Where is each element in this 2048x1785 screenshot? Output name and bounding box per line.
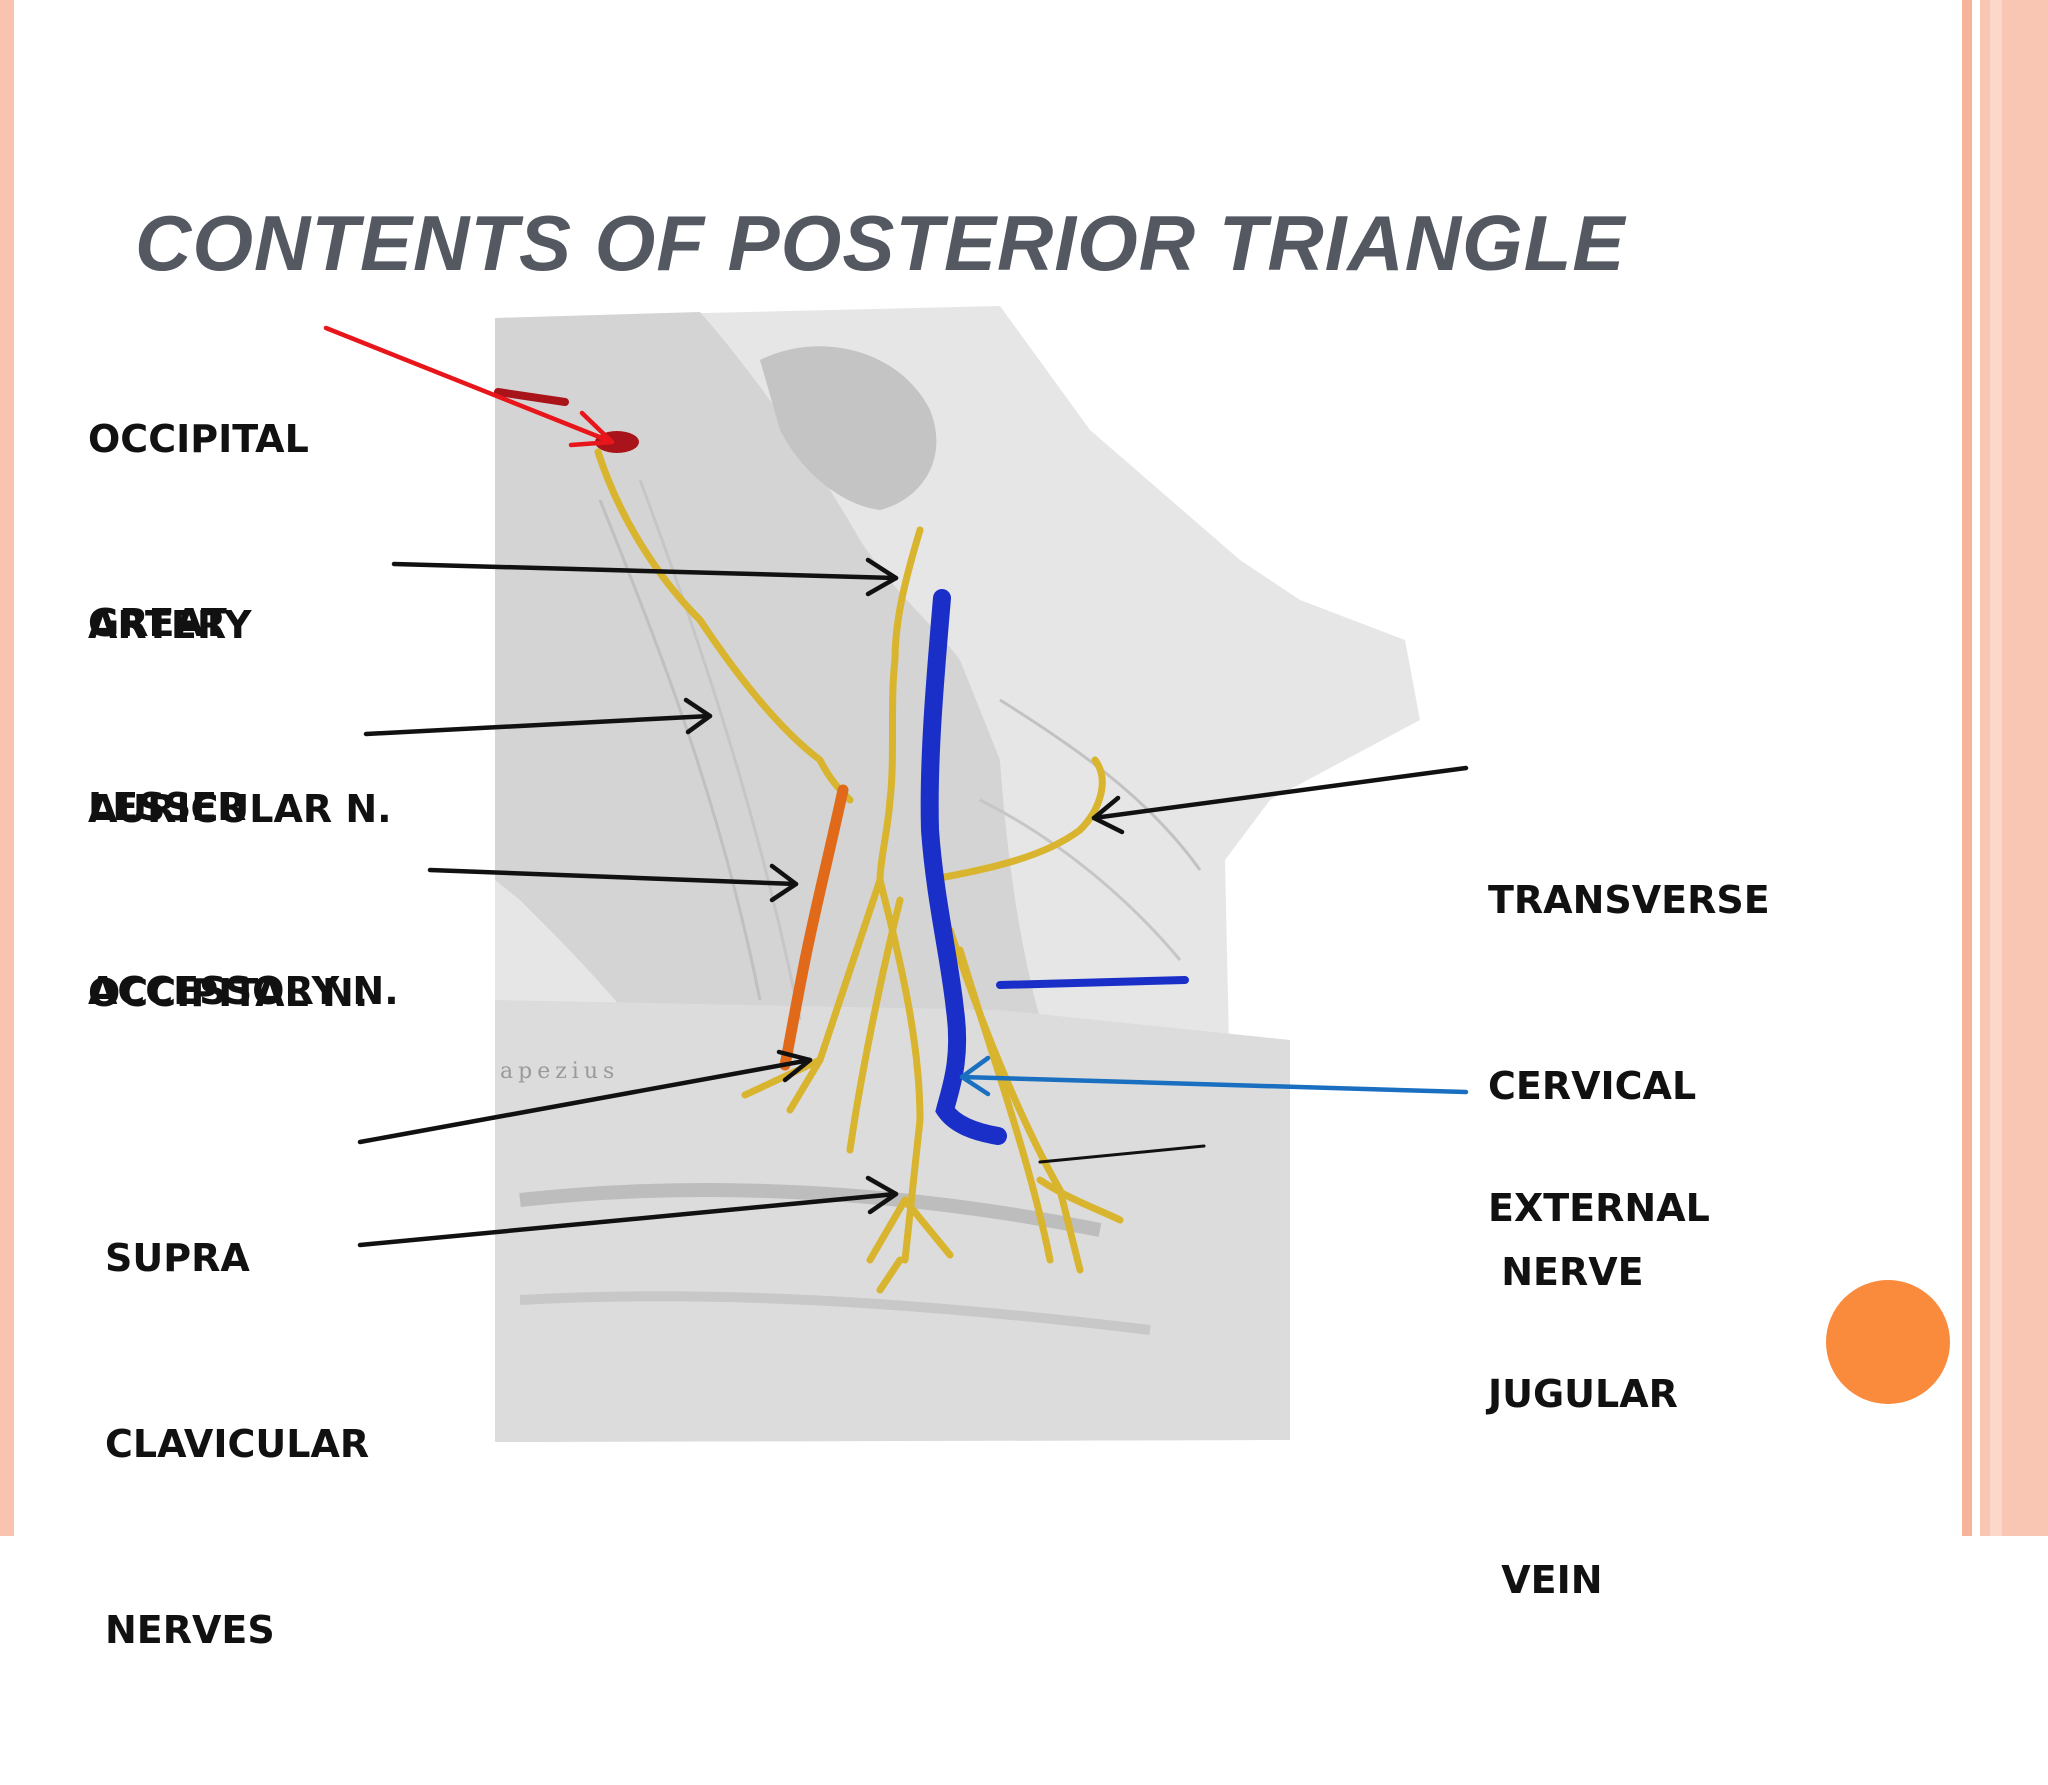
label-arrows [323,325,1469,1248]
label-supraclavicular-nerves: SUPRA CLAVICULAR NERVES [105,1103,369,1785]
lesser-occipital-nerve [594,448,854,804]
transverse-cervical-arrow [1091,765,1469,835]
external-jugular-vein [920,589,1189,1145]
transverse-cervical-nerve [926,756,1106,884]
occipital-artery-arrow [323,325,615,448]
right-border-highlight [1990,0,2002,1536]
label-line: GREAT [88,601,227,645]
slide: CONTENTS OF POSTERIOR TRIANGLE apezius [0,0,2048,1652]
label-external-jugular-vein: EXTERNAL JUGULAR VEIN [1488,1053,1710,1735]
supraclavicular-nerves [866,1116,954,1294]
label-great-auricular-nerve: GREAT AURICULAR N. [88,468,392,964]
label-line: CERVICAL [1488,1064,1697,1108]
label-transverse-cervical-nerve: TRANSVERSE CERVICAL NERVE [1488,745,1770,1427]
label-line: SUPRA [105,1236,250,1280]
label-line: JUGULAR [1488,1372,1678,1416]
left-border [0,0,14,1536]
external-jugular-arrow [959,1055,1469,1097]
label-line: OCCIPITAL [88,417,309,461]
supraclavicular-arrow-lower [357,1175,899,1248]
label-line: ACCESSORY N. [88,969,399,1013]
anatomy-diagram: apezius [323,306,1469,1442]
label-line: NERVES [105,1608,275,1652]
nerves [594,448,1124,1294]
label-line: TRANSVERSE [1488,878,1770,922]
label-line: ARTERY [88,603,252,647]
lesser-occipital-arrow [363,697,713,737]
label-line: CLAVICULAR [105,1422,370,1466]
label-line: EXTERNAL [1488,1186,1710,1230]
slide-title: CONTENTS OF POSTERIOR TRIANGLE [135,199,1626,287]
right-border-stripe [1962,0,1972,1536]
label-occipital-artery: OCCIPITAL ARTERY [88,284,309,780]
supraclavicular-arrow-upper [357,1049,813,1145]
label-accessory-nerve: ACCESSORY N. [88,836,399,1146]
label-line: OCCIPITAL N. [88,971,369,1015]
label-line: VEIN [1488,1558,1603,1602]
trapezius-label: apezius [500,1059,619,1084]
accessory-arrow [427,863,799,903]
label-line: AURICULAR N. [88,787,392,831]
great-auricular-arrow [391,557,899,597]
great-auricular-nerve [876,526,924,884]
accessory-nerve [779,784,849,1071]
orange-accent-circle [1826,1280,1950,1404]
label-lesser-occipital-nerve: LESSER OCCIPITAL N. [88,652,368,1148]
label-line: NERVE [1488,1250,1644,1294]
label-line: LESSER [88,785,247,829]
